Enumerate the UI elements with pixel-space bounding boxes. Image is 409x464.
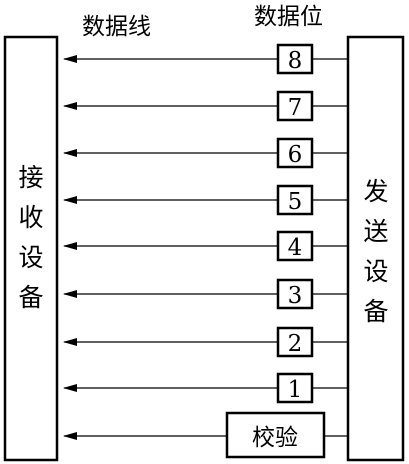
bit-label: 8: [288, 48, 303, 74]
parity-box: [225, 411, 326, 459]
bit-box: [276, 137, 314, 169]
bit-label: 2: [288, 331, 303, 357]
sender-char-1: 发: [363, 177, 388, 206]
parity-label: 校验: [252, 425, 298, 451]
sender-char-2: 送: [363, 217, 388, 246]
bit-box: [276, 230, 314, 262]
receiver-char-3: 设: [18, 243, 43, 272]
bit-box: [276, 90, 314, 122]
bit-label: 3: [288, 283, 303, 309]
bit-label: 4: [288, 235, 303, 261]
receiver-char-1: 接: [18, 163, 43, 192]
bit-box: [276, 372, 314, 404]
bit-row-6: 6: [63, 137, 348, 169]
data-line-label: 数据线: [82, 14, 151, 40]
parity-row: 校验: [63, 411, 348, 459]
bit-box: [276, 43, 314, 75]
bit-label: 1: [288, 377, 303, 403]
receiver-char-4: 备: [18, 283, 43, 312]
bit-row-8: 8: [63, 43, 348, 75]
bit-label: 7: [288, 95, 303, 121]
bit-row-7: 7: [63, 90, 348, 122]
receiver-device-box: [3, 35, 59, 462]
bit-label: 6: [288, 142, 303, 168]
data-bit-label: 数据位: [254, 4, 323, 30]
bit-row-3: 3: [63, 278, 348, 310]
bit-row-2: 2: [63, 326, 348, 358]
sender-device-box: [346, 35, 405, 462]
bit-row-1: 1: [63, 372, 348, 404]
bit-row-4: 4: [63, 230, 348, 262]
receiver-char-2: 收: [18, 203, 43, 232]
sender-char-4: 备: [363, 297, 388, 326]
bit-row-5: 5: [63, 184, 348, 216]
sender-char-3: 设: [363, 257, 388, 286]
bit-label: 5: [288, 189, 303, 215]
